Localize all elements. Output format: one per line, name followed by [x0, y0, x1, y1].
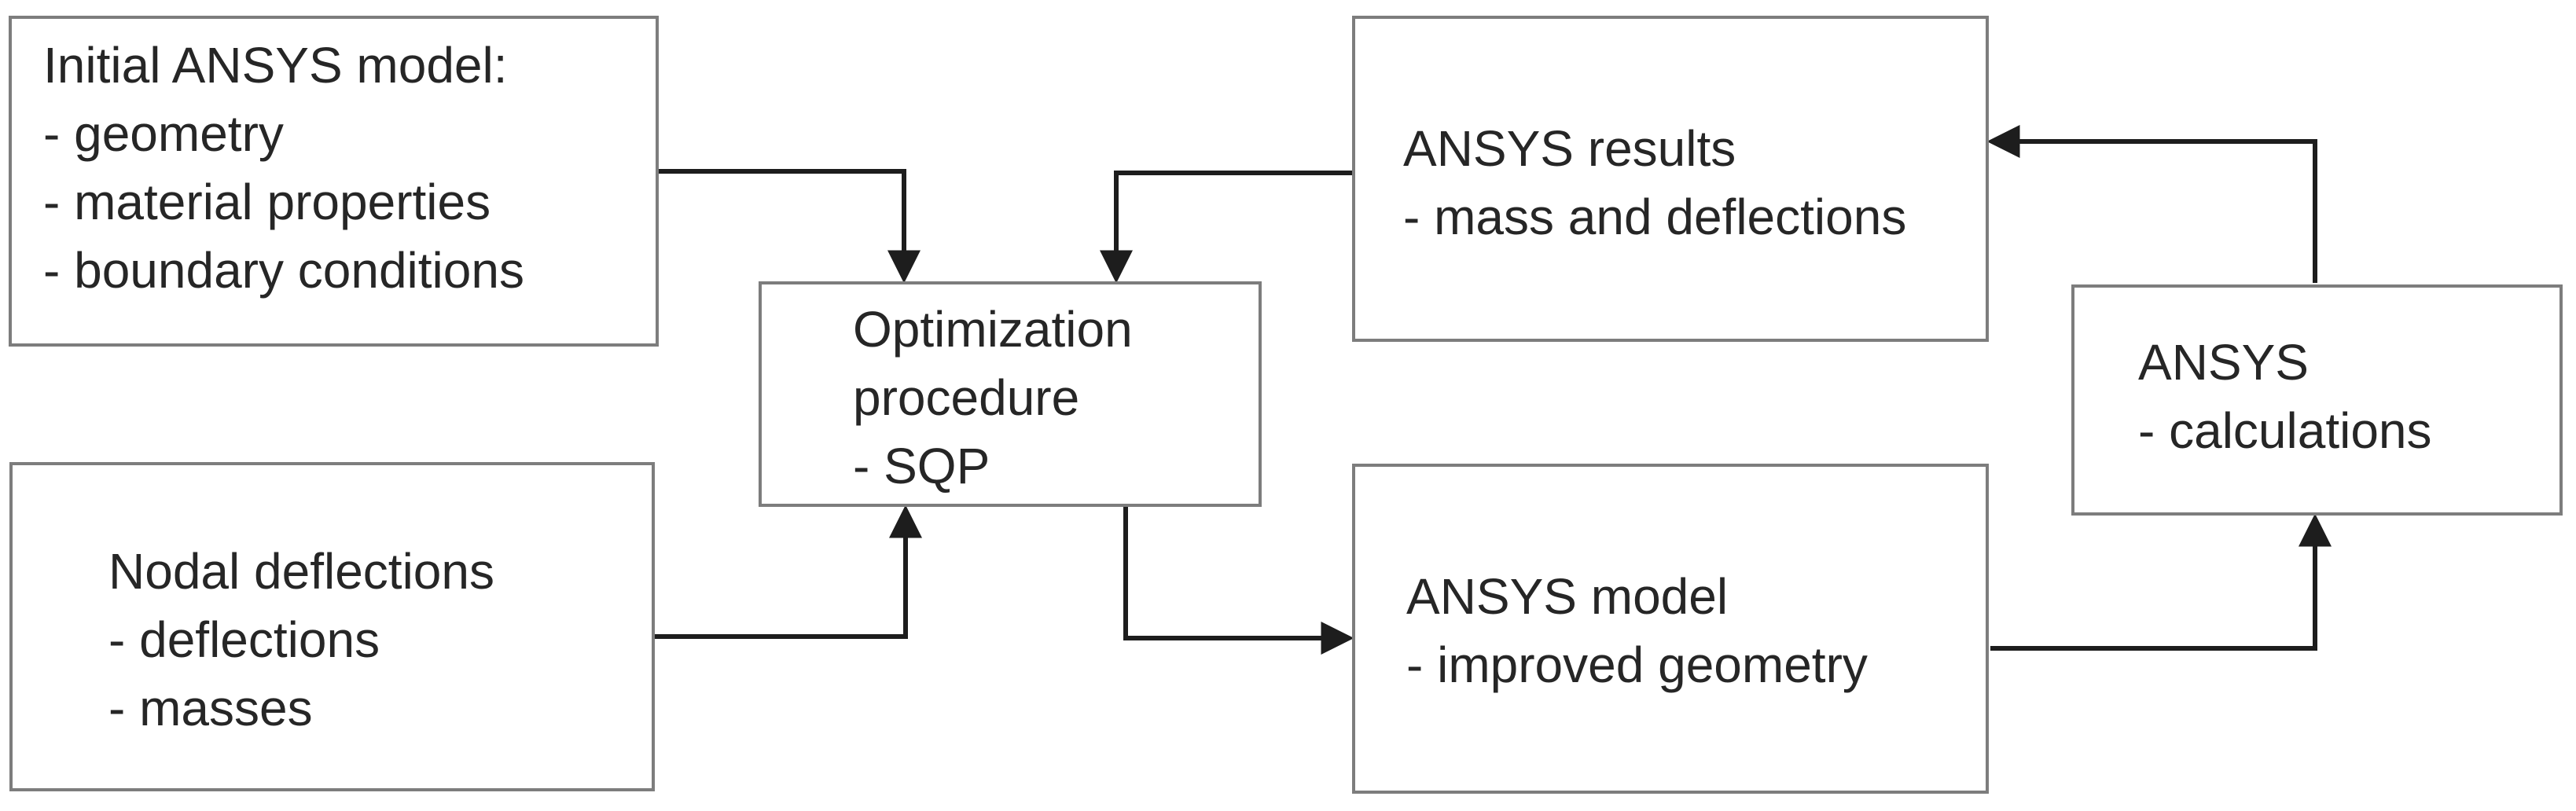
arrow-optimization-to-model: [1123, 505, 1354, 655]
box-calculations-item-calculations: - calculations: [2138, 402, 2432, 459]
box-initial-ansys-model: Initial ANSYS model: - geometry - materi…: [9, 16, 659, 347]
box-ansys-calculations: ANSYS - calculations: [2071, 284, 2563, 516]
box-optimization-procedure: Optimization procedure - SQP: [759, 281, 1262, 507]
arrow-model-to-calculations: [1990, 513, 2332, 651]
box-calculations-title: ANSYS: [2138, 334, 2309, 391]
box-model-item-improved-geometry: - improved geometry: [1406, 637, 1868, 693]
box-initial-title: Initial ANSYS model:: [43, 37, 508, 94]
box-nodal-item-masses: - masses: [108, 680, 313, 736]
box-initial-item-geometry: - geometry: [43, 105, 284, 162]
box-ansys-results: ANSYS results - mass and deflections: [1352, 16, 1989, 342]
box-nodal-deflections: Nodal deflections - deflections - masses: [9, 462, 655, 791]
box-initial-item-material-properties: - material properties: [43, 174, 491, 230]
box-nodal-item-deflections: - deflections: [108, 611, 380, 668]
box-nodal-title: Nodal deflections: [108, 543, 494, 600]
box-results-title: ANSYS results: [1403, 120, 1736, 177]
box-results-item-mass-and-deflections: - mass and deflections: [1403, 189, 1907, 245]
box-optimization-item-sqp: - SQP: [853, 438, 990, 494]
arrow-initial-to-optimization: [659, 169, 921, 284]
box-initial-item-boundary-conditions: - boundary conditions: [43, 242, 524, 299]
box-ansys-model: ANSYS model - improved geometry: [1352, 464, 1989, 794]
arrow-results-to-optimization: [1100, 171, 1354, 284]
box-optimization-title-line2: procedure: [853, 369, 1080, 426]
box-optimization-title-line1: Optimization: [853, 301, 1133, 358]
arrow-nodal-to-optimization: [653, 505, 922, 639]
box-model-title: ANSYS model: [1406, 568, 1729, 625]
arrow-calculations-to-results: [1986, 125, 2317, 283]
